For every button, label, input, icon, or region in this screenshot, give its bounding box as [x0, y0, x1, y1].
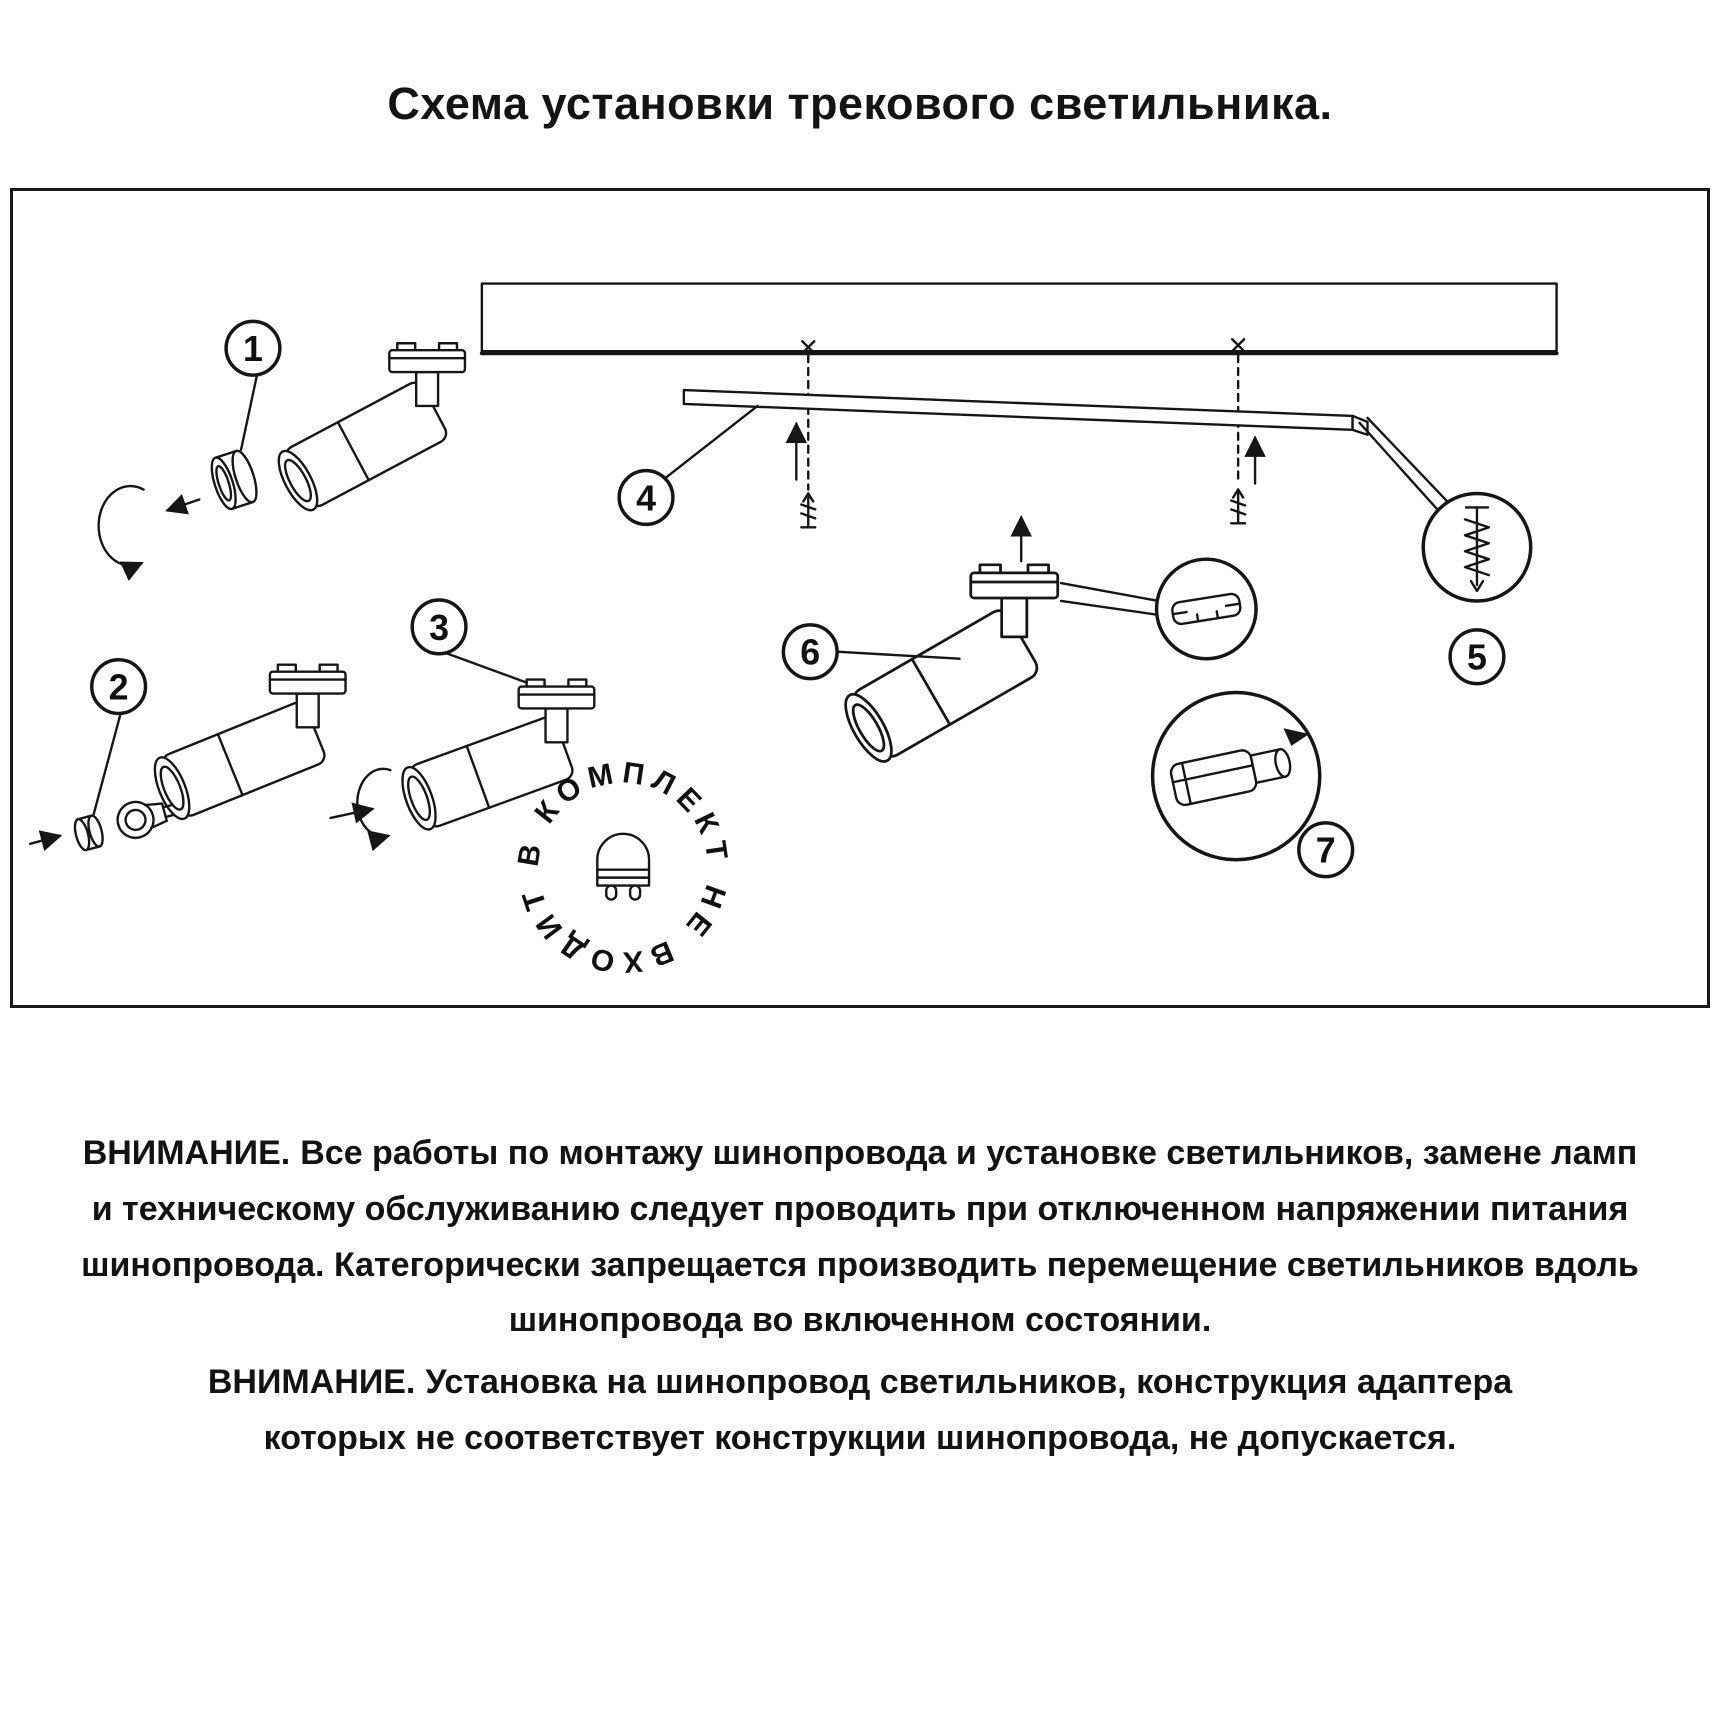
track-profile-detail: [1059, 557, 1258, 661]
callout-4: 4: [617, 404, 759, 527]
callout-5: 5: [1358, 416, 1533, 686]
warning-label-1: ВНИМАНИЕ.: [82, 1134, 291, 1172]
lamp-ring-2: [73, 814, 104, 852]
svg-text:3: 3: [429, 608, 449, 648]
svg-text:6: 6: [800, 633, 820, 673]
rotate-arrow-3: [356, 767, 392, 852]
page-title: Схема установки трекового светильника.: [387, 78, 1333, 129]
stamp-not-included: В КОМПЛЕКТ НЕ ВХОДИТ: [512, 756, 728, 979]
callout-3: 3: [410, 598, 528, 684]
callout-2: 2: [90, 657, 148, 816]
warning-text-2: Установка на шинопровод светильников, ко…: [263, 1363, 1513, 1457]
lamp-bulb-icon: [116, 800, 175, 840]
screw-detail-icon: [1463, 506, 1491, 593]
warnings-section: ВНИМАНИЕ.Все работы по монтажу шинопрово…: [0, 1126, 1720, 1467]
svg-text:7: 7: [1316, 831, 1336, 871]
insert-arrow-2: [28, 830, 63, 852]
warning-label-2: ВНИМАНИЕ.: [207, 1363, 416, 1401]
callout-1: 1: [224, 319, 282, 451]
screw-left: [800, 492, 817, 529]
callout-6: 6: [781, 623, 961, 681]
svg-text:2: 2: [109, 668, 129, 708]
wall-anchor-right: [1230, 338, 1246, 353]
spotlight-3: [401, 678, 596, 831]
brick-wall: [479, 282, 1559, 356]
installation-diagram: 4 5: [28, 282, 1559, 979]
spotlight-2: [153, 663, 347, 821]
gu10-lamp-icon: [596, 832, 651, 901]
spotlight-1: [277, 342, 467, 512]
warning-paragraph-2: ВНИМАНИЕ.Установка на шинопровод светиль…: [160, 1355, 1560, 1467]
svg-text:1: 1: [243, 329, 263, 369]
adapter-detail: 7: [1150, 690, 1355, 879]
wall-anchor-left: [801, 340, 816, 355]
diagram-frame: 4 5: [10, 188, 1710, 1008]
insert-arrow-3: [329, 802, 375, 824]
screw-right: [1229, 488, 1247, 525]
svg-text:4: 4: [636, 478, 656, 518]
spotlight-6: [844, 563, 1060, 763]
warning-text-1: Все работы по монтажу шинопровода и уста…: [81, 1134, 1639, 1340]
track-rail: [682, 388, 1369, 436]
rotate-arrow-1: [97, 484, 145, 581]
svg-text:5: 5: [1467, 638, 1487, 678]
pull-arrow-1: [165, 494, 201, 515]
warning-paragraph-1: ВНИМАНИЕ.Все работы по монтажу шинопрово…: [80, 1126, 1640, 1349]
trim-ring-1: [210, 449, 258, 511]
